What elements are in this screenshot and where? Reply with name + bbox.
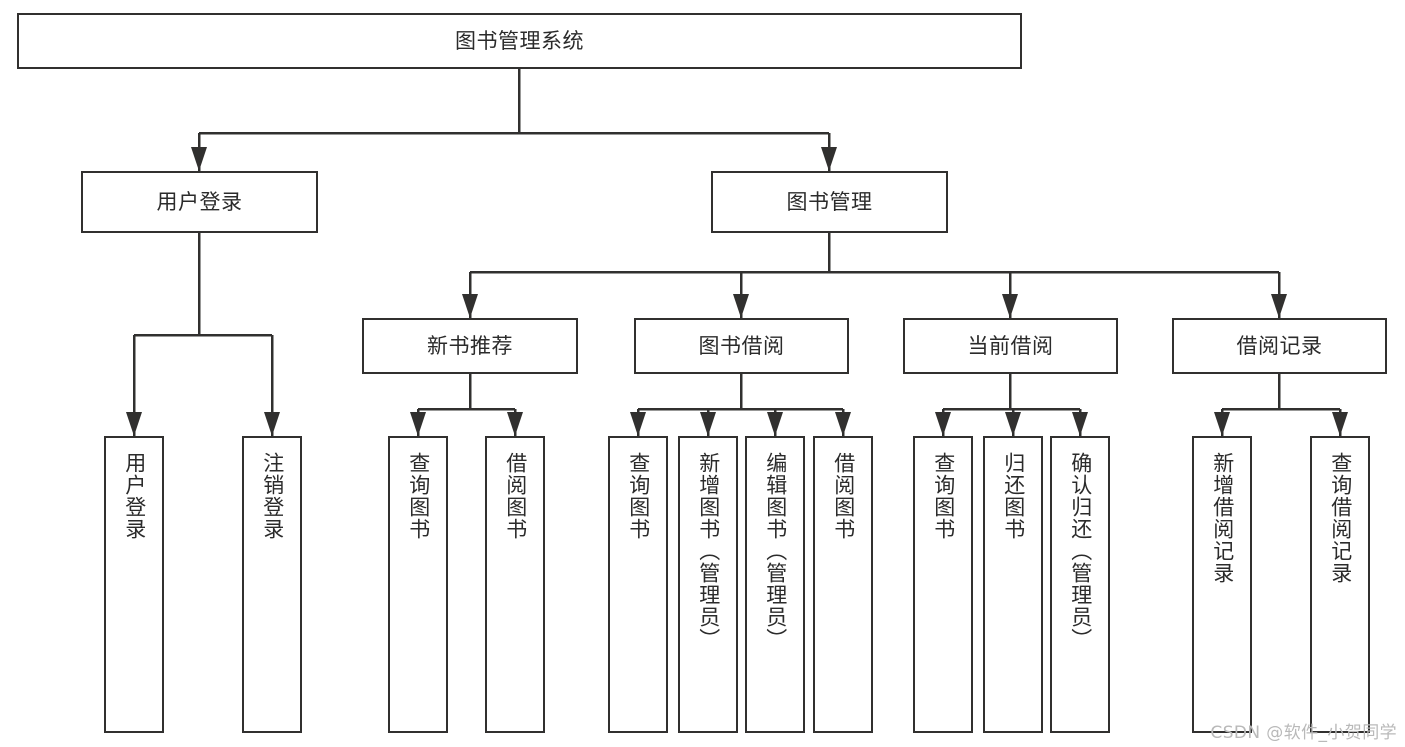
leaf-edit-book[interactable]: 编辑图书（管理员）: [745, 436, 805, 733]
node-label: 用户登录: [156, 189, 243, 214]
node-label: 查询图书: [626, 452, 651, 540]
leaf-query-book-borrow[interactable]: 查询图书: [608, 436, 668, 733]
node-label: 编辑图书（管理员）: [763, 452, 788, 650]
node-label: 借阅图书: [503, 452, 528, 540]
node-root[interactable]: 图书管理系统: [17, 13, 1022, 69]
leaf-query-book-current[interactable]: 查询图书: [913, 436, 973, 733]
node-new-book-rec[interactable]: 新书推荐: [362, 318, 578, 374]
leaf-return-book[interactable]: 归还图书: [983, 436, 1043, 733]
node-user-login[interactable]: 用户登录: [81, 171, 318, 233]
leaf-borrow-book[interactable]: 借阅图书: [813, 436, 873, 733]
node-label: 用户登录: [122, 452, 147, 540]
node-label: 新增图书（管理员）: [696, 452, 721, 650]
node-label: 归还图书: [1001, 452, 1026, 540]
node-label: 新增借阅记录: [1210, 452, 1235, 584]
leaf-add-borrow-record[interactable]: 新增借阅记录: [1192, 436, 1252, 733]
leaf-user-logout[interactable]: 注销登录: [242, 436, 302, 733]
leaf-borrow-book-rec[interactable]: 借阅图书: [485, 436, 545, 733]
node-label: 图书管理: [786, 189, 873, 214]
node-label: 图书管理系统: [455, 28, 584, 53]
node-label: 查询借阅记录: [1328, 452, 1353, 584]
node-current-borrow[interactable]: 当前借阅: [903, 318, 1118, 374]
leaf-confirm-return[interactable]: 确认归还（管理员）: [1050, 436, 1110, 733]
node-label: 确认归还（管理员）: [1068, 452, 1093, 650]
node-label: 查询图书: [931, 452, 956, 540]
node-borrow-record[interactable]: 借阅记录: [1172, 318, 1387, 374]
node-book-manage[interactable]: 图书管理: [711, 171, 948, 233]
node-label: 图书借阅: [698, 333, 785, 358]
node-label: 借阅记录: [1236, 333, 1323, 358]
leaf-add-book[interactable]: 新增图书（管理员）: [678, 436, 738, 733]
node-label: 当前借阅: [967, 333, 1054, 358]
node-label: 新书推荐: [427, 333, 513, 358]
node-label: 查询图书: [406, 452, 431, 540]
leaf-query-book-rec[interactable]: 查询图书: [388, 436, 448, 733]
leaf-user-login[interactable]: 用户登录: [104, 436, 164, 733]
node-label: 借阅图书: [831, 452, 856, 540]
leaf-query-borrow-record[interactable]: 查询借阅记录: [1310, 436, 1370, 733]
node-label: 注销登录: [260, 452, 285, 540]
node-book-borrow[interactable]: 图书借阅: [634, 318, 849, 374]
